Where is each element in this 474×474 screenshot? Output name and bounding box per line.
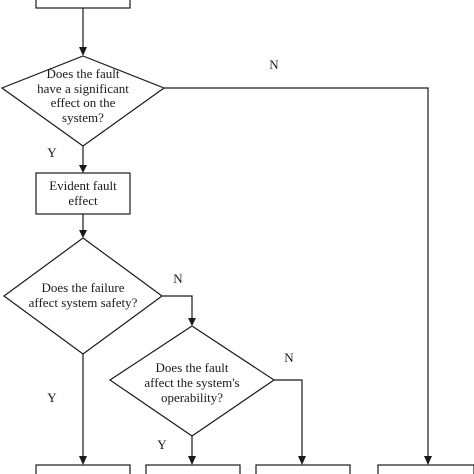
- arrowhead: [79, 456, 87, 465]
- process-evident-fault-effect-line-2: effect: [68, 193, 98, 208]
- bottom-process-box-4: [377, 464, 474, 474]
- edge-label-d3-no: N: [284, 350, 294, 365]
- arrowhead: [79, 47, 87, 56]
- connector-d2-no: [162, 295, 193, 318]
- decision-system-safety-line-1: Does the failure: [41, 280, 124, 295]
- arrowhead: [188, 456, 196, 465]
- arrowhead: [188, 318, 196, 326]
- edge-label-d3-yes: Y: [157, 437, 167, 452]
- decision-system-safety-line-2: affect system safety?: [29, 295, 138, 310]
- edge-label-d1-yes: Y: [47, 145, 57, 160]
- process-evident-fault-effect-line-1: Evident fault: [49, 178, 117, 193]
- bottom-process-box-2: [145, 464, 241, 474]
- decision-significant-effect-line-1: Does the fault: [47, 66, 120, 81]
- decision-system-operability: [108, 325, 276, 437]
- arrowhead: [79, 230, 87, 238]
- connector-d1-no: [164, 87, 429, 464]
- decision-system-operability-line-1: Does the fault: [156, 360, 229, 375]
- process-evident-fault-effect: [35, 172, 131, 215]
- decision-system-safety: [2, 237, 164, 355]
- edge-label-d2-no: N: [173, 271, 183, 286]
- bottom-process-box-3: [255, 464, 351, 474]
- decision-significant-effect-line-4: system?: [62, 110, 104, 125]
- decision-significant-effect: [0, 55, 166, 147]
- top-process-box: [35, 0, 131, 9]
- decision-significant-effect-line-2: have a significant: [37, 81, 129, 96]
- decision-significant-effect-line-3: effect on the: [51, 95, 116, 110]
- arrowhead: [298, 456, 306, 465]
- arrowhead: [424, 456, 432, 465]
- connector-d3-no: [274, 379, 303, 456]
- bottom-process-box-1: [35, 464, 131, 474]
- decision-system-operability-line-2: affect the system's: [144, 375, 239, 390]
- decision-system-operability-line-3: operability?: [161, 390, 223, 405]
- edge-label-d2-yes: Y: [47, 390, 57, 405]
- arrowhead: [79, 165, 87, 173]
- edge-label-d1-no: N: [269, 57, 279, 72]
